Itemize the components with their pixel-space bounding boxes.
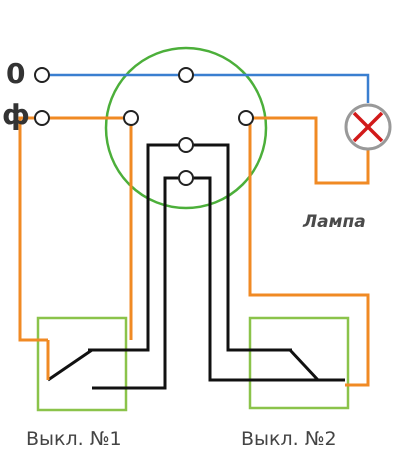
switch2-lever xyxy=(288,348,320,382)
lamp-return-wire xyxy=(250,116,370,185)
terminal-junction-phase xyxy=(123,110,139,126)
switch1-lever xyxy=(47,348,93,382)
neutral-label: 0 xyxy=(6,57,26,90)
terminal-phase-input xyxy=(34,110,50,126)
terminal-junction-neutral xyxy=(178,67,194,83)
switch-box-2 xyxy=(248,316,350,410)
phase-wire-switch1 xyxy=(20,300,131,340)
switch2-label: Выкл. №2 xyxy=(241,428,337,450)
control-wire-1b xyxy=(92,176,186,390)
phase-wire-in xyxy=(48,116,133,340)
control-wire-2b xyxy=(186,176,305,382)
junction-box xyxy=(104,46,268,210)
lamp-cross-icon xyxy=(344,103,392,151)
phase-wire-drop xyxy=(18,116,131,342)
switch1-label: Выкл. №1 xyxy=(26,428,122,450)
lamp-label: Лампа xyxy=(303,212,366,232)
terminal-junction-lamp xyxy=(238,110,254,126)
terminal-junction-control-1 xyxy=(178,137,194,153)
switch2-orange-wire xyxy=(248,118,370,387)
neutral-wire xyxy=(48,73,370,103)
switch-box-1 xyxy=(36,316,128,412)
terminal-junction-control-2 xyxy=(178,170,194,186)
control-wire-1a xyxy=(120,143,186,352)
terminal-neutral-input xyxy=(34,67,50,83)
phase-label: ф xyxy=(2,98,30,131)
control-wire-2a xyxy=(186,143,262,352)
